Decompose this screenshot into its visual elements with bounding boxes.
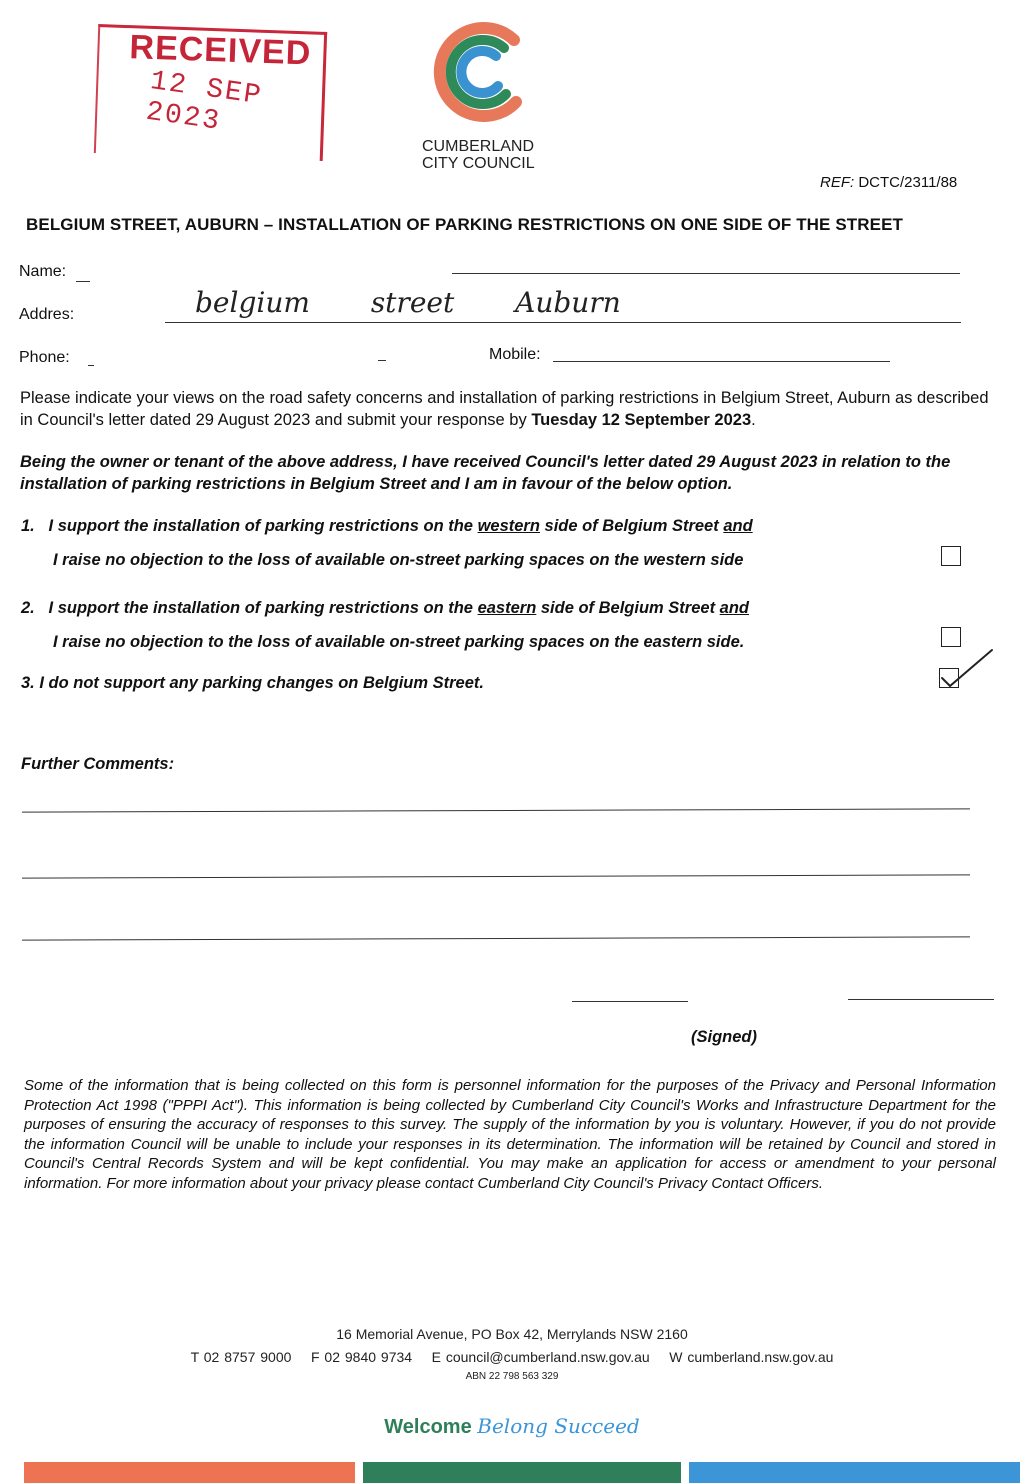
option-1-number: 1. [21, 517, 35, 535]
option-2-text-a: I support the installation of parking re… [48, 599, 478, 617]
ref-label: REF: [820, 174, 855, 191]
option-2-text-b: side of Belgium Street [536, 599, 720, 617]
council-name-line2: CITY COUNCIL [422, 155, 535, 172]
received-stamp: RECEIVED 12 SEP 2023 [93, 24, 328, 161]
name-label: Name: [19, 263, 67, 280]
option-1-text-b: side of Belgium Street [539, 517, 724, 535]
footer-email[interactable]: E council@cumberland.nsw.gov.au [431, 1349, 650, 1365]
option-3-line: 3. I do not support any parking changes … [21, 674, 484, 693]
option-3-text: I do not support any parking changes on … [39, 674, 484, 692]
option-1-and: and [723, 517, 753, 535]
document-title: BELGIUM STREET, AUBURN – INSTALLATION OF… [26, 215, 903, 234]
option-2-number: 2. [21, 599, 35, 617]
signature-line-1[interactable] [572, 1001, 688, 1002]
intro-end: . [751, 411, 756, 429]
option-2-line1: 2. I support the installation of parking… [21, 599, 749, 618]
stamp-date: 12 SEP 2023 [143, 66, 265, 138]
owner-statement: Being the owner or tenant of the above a… [20, 453, 951, 493]
option-1-text-a: I support the installation of parking re… [48, 517, 478, 535]
council-name: CUMBERLAND CITY COUNCIL [422, 138, 535, 172]
comment-line-3[interactable] [22, 936, 970, 941]
cumberland-logo-icon [428, 16, 524, 124]
footer-color-bars [0, 1462, 1024, 1483]
address-field[interactable] [165, 322, 961, 323]
footer-slogan: Welcome Belong Succeed [0, 1414, 1024, 1439]
footer-phone: T 02 8757 9000 [190, 1349, 292, 1365]
checkmark-icon [941, 649, 993, 688]
intro-paragraph: Please indicate your views on the road s… [20, 387, 1005, 431]
option-2-side: eastern [477, 599, 537, 617]
option-1-side: western [477, 517, 540, 535]
footer-abn: ABN 22 798 563 329 [465, 1371, 559, 1382]
comment-line-1[interactable] [22, 808, 970, 813]
name-line-short [76, 281, 90, 282]
footer-fax: F 02 9840 9734 [310, 1349, 413, 1365]
intro-text: Please indicate your views on the road s… [20, 389, 989, 429]
address-handwriting: belgium street Auburn [195, 286, 621, 319]
option-1-checkbox[interactable] [941, 546, 961, 566]
option-2-checkbox[interactable] [941, 627, 961, 647]
mobile-field[interactable] [553, 361, 890, 362]
option-2-line2: I raise no objection to the loss of avai… [53, 633, 745, 651]
council-name-line1: CUMBERLAND [422, 138, 535, 155]
reference-number: REF: DCTC/2311/88 [820, 174, 957, 191]
phone-label: Phone: [19, 349, 70, 366]
intro-deadline: Tuesday 12 September 2023 [531, 411, 752, 429]
privacy-notice: Some of the information that is being co… [24, 1077, 996, 1192]
footer-web[interactable]: W cumberland.nsw.gov.au [669, 1349, 834, 1365]
mobile-label: Mobile: [489, 346, 541, 363]
comment-line-2[interactable] [22, 874, 970, 879]
signature-line-2[interactable] [848, 999, 994, 1000]
bar-orange [24, 1462, 355, 1483]
slogan-rest: Belong Succeed [477, 1414, 640, 1438]
option-2-and: and [719, 599, 749, 617]
ref-value: DCTC/2311/88 [858, 174, 958, 191]
slogan-welcome: Welcome [384, 1416, 472, 1438]
further-comments-label: Further Comments: [21, 755, 175, 773]
option-1-line1: 1. I support the installation of parking… [21, 517, 753, 536]
option-3-number: 3. [21, 674, 35, 692]
footer-contact: T 02 8757 9000 F 02 9840 9734 E council@… [0, 1349, 1024, 1365]
signed-label: (Signed) [691, 1028, 757, 1046]
bar-blue [689, 1462, 1020, 1483]
footer-address: 16 Memorial Avenue, PO Box 42, Merryland… [336, 1326, 688, 1342]
phone-line-mark-2 [378, 360, 386, 361]
bar-green [363, 1462, 681, 1483]
option-1-line2: I raise no objection to the loss of avai… [53, 551, 744, 569]
name-field[interactable] [452, 273, 960, 274]
phone-line-mark-1 [88, 365, 94, 366]
address-label: Addres: [19, 306, 75, 323]
